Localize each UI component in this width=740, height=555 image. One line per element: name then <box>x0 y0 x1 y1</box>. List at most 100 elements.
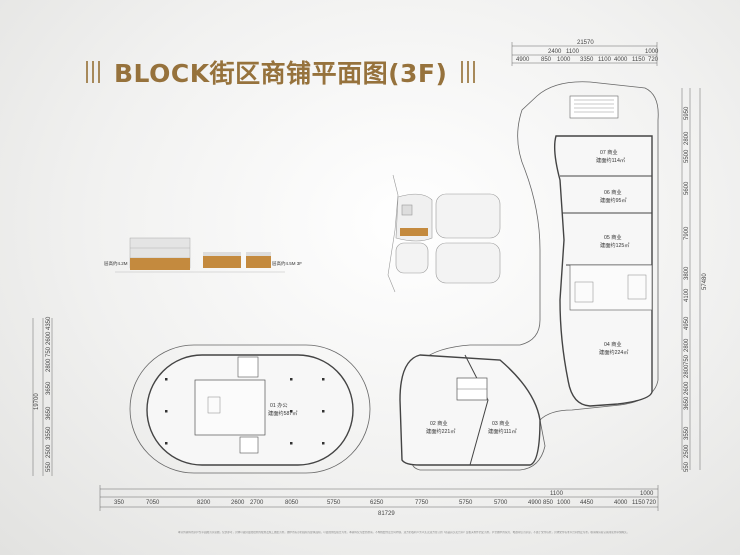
unit-01-name: 01 办公 <box>270 401 288 409</box>
bottom-dim-value: 720 <box>646 500 657 506</box>
bottom-dim-value: 1000 <box>557 500 571 506</box>
bottom-dim-value: 6250 <box>370 500 384 506</box>
right-dim-value: 7900 <box>684 226 690 240</box>
unit-01[interactable]: 01 办公 建面约587㎡ <box>268 401 298 417</box>
bottom-dim-value: 4900 <box>528 500 542 506</box>
bottom-dim-top-values: 1100 1000 <box>550 491 654 497</box>
bottom-dim-top-value: 1100 <box>550 491 564 497</box>
right-dim-value: 3650 <box>684 396 690 410</box>
unit-06-name: 06 商业 <box>604 188 622 196</box>
site-key-plan <box>387 174 501 293</box>
unit-07-area: 建面约114㎡ <box>596 156 626 164</box>
left-building-outline <box>129 344 371 474</box>
bottom-dim-value: 7750 <box>415 500 429 506</box>
bottom-dim-value: 2600 <box>231 500 245 506</box>
unit-04-area: 建面约224㎡ <box>599 348 629 356</box>
right-dim-value: 2800 <box>684 131 690 145</box>
top-dim-row2-value: 3350 <box>580 57 594 63</box>
top-dim-total: 21570 <box>577 40 594 46</box>
right-dim-value: 2500 <box>684 444 690 458</box>
left-dim-value: 3650 <box>46 406 52 420</box>
top-dim-row2-value: 850 <box>541 57 552 63</box>
bottom-dim-value: 8200 <box>197 500 211 506</box>
unit-05-area: 建面约125㎡ <box>600 241 630 249</box>
left-dim-value: 3550 <box>46 426 52 440</box>
right-dim-value: 5500 <box>684 149 690 163</box>
unit-06[interactable]: 06 商业 建面约95㎡ <box>600 188 627 204</box>
left-dim-value: 750 <box>46 346 52 357</box>
unit-02-area: 建面约221㎡ <box>426 427 456 435</box>
right-dim-values: 5950280055005600790038004100495028007502… <box>684 106 690 472</box>
top-dim-row2-value: 1150 <box>632 57 646 63</box>
right-dim-value: 4950 <box>684 316 690 330</box>
elevation-label-right: 层高约4.5M 3F <box>272 260 302 267</box>
elevation-label-left: 层高约4.2M <box>104 260 128 267</box>
bottom-dim-value: 850 <box>543 500 554 506</box>
disclaimer-text: 本宣传资料所示户型平面图为示意图，仅供参考，具体以政府最终批准的规划及施工图纸为… <box>178 531 630 534</box>
top-dimension-lines <box>511 42 658 66</box>
top-dim-row2-value: 4000 <box>614 57 628 63</box>
bottom-dim-value: 8050 <box>285 500 299 506</box>
top-dim-row1-value: 1100 <box>566 49 580 55</box>
top-dim-row2-value: 1100 <box>598 57 612 63</box>
left-dim-total: 19700 <box>34 393 40 410</box>
left-dim-value: 2800 <box>46 358 52 372</box>
title-bars-right <box>461 61 476 83</box>
unit-07-name: 07 商业 <box>600 148 618 156</box>
bottom-dimension-lines <box>99 485 659 511</box>
right-dim-value: 3800 <box>684 266 690 280</box>
top-dim-row2-value: 4900 <box>516 57 530 63</box>
elevation-illustration <box>115 237 285 273</box>
right-dim-value: 5600 <box>684 181 690 195</box>
unit-06-area: 建面约95㎡ <box>600 196 627 204</box>
bottom-dim-top-value: 1000 <box>640 491 654 497</box>
page-title: BLOCK街区商铺平面图(3F) <box>114 59 448 88</box>
top-dim-row2-value: 720 <box>648 57 659 63</box>
right-dim-value: 2800 <box>684 364 690 378</box>
unit-04[interactable]: 04 商业 建面约224㎡ <box>599 340 629 356</box>
left-dim-value: 2500 <box>46 444 52 458</box>
unit-07[interactable]: 07 商业 建面约114㎡ <box>596 148 626 164</box>
title-block: BLOCK街区商铺平面图(3F) <box>86 52 476 92</box>
unit-05[interactable]: 05 商业 建面约125㎡ <box>600 233 630 249</box>
right-building-outline <box>410 81 659 471</box>
right-dim-value: 750 <box>684 354 690 365</box>
left-dim-value: 2600 <box>46 331 52 345</box>
top-dim-row1-value: 2400 <box>548 49 562 55</box>
bottom-dim-value: 5750 <box>327 500 341 506</box>
bottom-dim-value: 350 <box>114 500 125 506</box>
bottom-dim-value: 4450 <box>580 500 594 506</box>
right-dim-value: 5950 <box>684 106 690 120</box>
right-dim-value: 2600 <box>684 381 690 395</box>
unit-02-name: 02 商业 <box>430 419 448 427</box>
right-dim-value: 550 <box>684 461 690 472</box>
right-dim-total: 57480 <box>702 273 708 290</box>
right-dim-value: 3550 <box>684 426 690 440</box>
bottom-dim-value: 5750 <box>459 500 473 506</box>
top-dim-row2-value: 1000 <box>557 57 571 63</box>
bottom-dim-total: 81729 <box>378 511 395 517</box>
top-dim-row1-value: 1000 <box>645 49 659 55</box>
unit-01-area: 建面约587㎡ <box>268 409 298 417</box>
unit-02[interactable]: 02 商业 建面约221㎡ <box>426 419 456 435</box>
bottom-dim-value: 1150 <box>632 500 646 506</box>
right-dimension-lines <box>681 88 701 470</box>
left-dim-value: 3650 <box>46 381 52 395</box>
right-dim-value: 4100 <box>684 288 690 302</box>
top-dim-row1: 2400 1100 1000 <box>548 49 659 55</box>
middle-building-outline <box>399 354 541 466</box>
bottom-dim-value: 2700 <box>250 500 264 506</box>
right-dim-value: 2800 <box>684 338 690 352</box>
left-dim-value: 4350 <box>46 316 52 330</box>
unit-03-area: 建面约111㎡ <box>488 427 517 435</box>
bottom-dim-value: 7050 <box>146 500 160 506</box>
unit-04-name: 04 商业 <box>604 340 622 348</box>
title-bars-left <box>86 61 100 83</box>
unit-03-name: 03 商业 <box>492 419 510 427</box>
unit-05-name: 05 商业 <box>604 233 622 241</box>
unit-03[interactable]: 03 商业 建面约111㎡ <box>488 419 517 435</box>
